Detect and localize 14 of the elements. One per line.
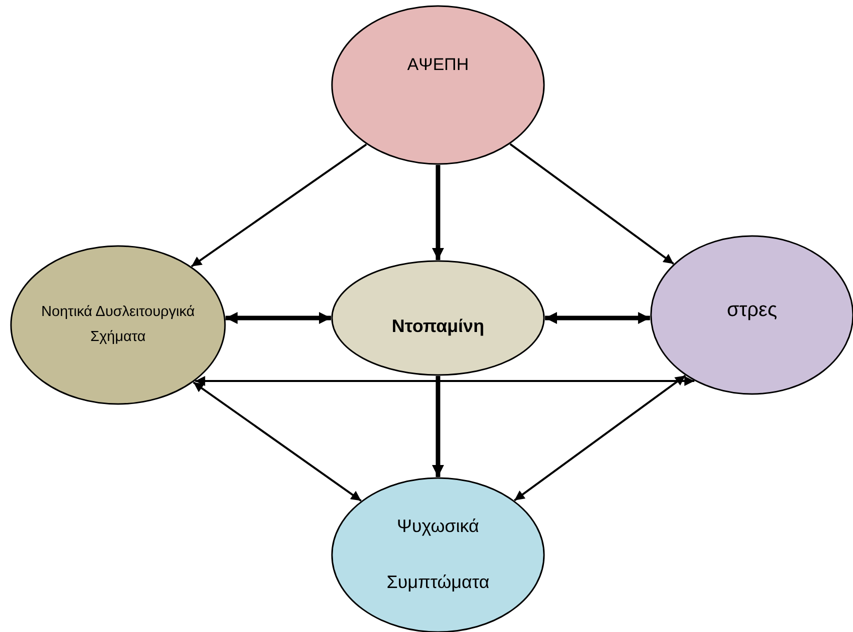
- arrow: [545, 312, 650, 324]
- node-label: στρες: [726, 298, 778, 323]
- arrow: [192, 381, 362, 502]
- node-label: ΑΨΕΠΗ: [406, 54, 470, 76]
- node-label: Νοητικά Δυσλειτουργικά Σχήματα: [40, 302, 196, 347]
- arrow: [432, 165, 444, 260]
- node-label: Ντοπαμίνη: [390, 314, 486, 338]
- arrow: [510, 143, 674, 265]
- node-label: Ψυχωσικά Συμπτώματα: [386, 515, 490, 594]
- arrow: [432, 376, 444, 477]
- arrow: [190, 144, 367, 268]
- arrow: [195, 376, 694, 386]
- arrow: [226, 312, 331, 324]
- arrow: [514, 374, 686, 502]
